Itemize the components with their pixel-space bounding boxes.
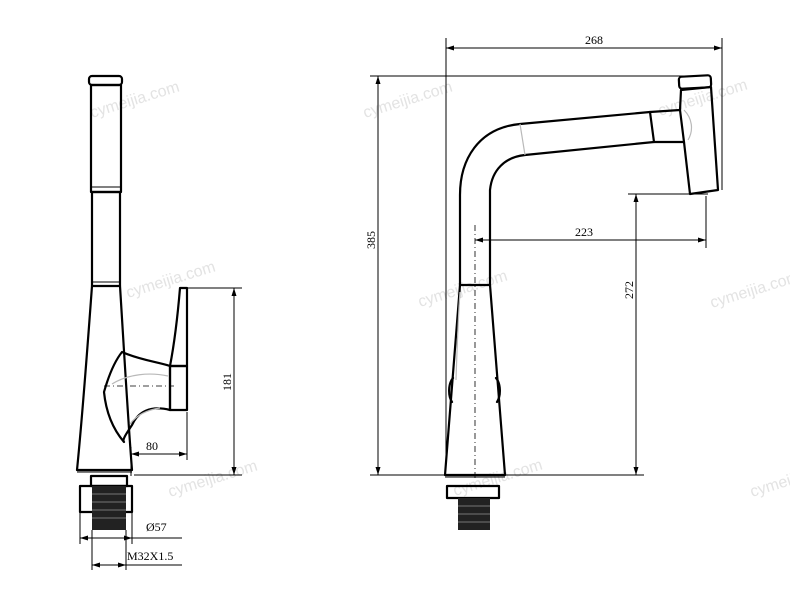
front-handle-right — [494, 376, 501, 404]
side-top-cap — [87, 74, 124, 87]
watermark-3: cymeijia.com — [166, 458, 259, 501]
side-lever-hub — [168, 364, 189, 412]
side-body — [75, 284, 134, 472]
dim-m32-label: M32X1.5 — [127, 549, 173, 563]
watermark-5: cymeijia.com — [416, 268, 509, 311]
dim-223-label: 223 — [575, 225, 593, 239]
front-spout — [458, 108, 686, 287]
side-view: 181 80 Ø57 M32X1.5 — [75, 74, 242, 570]
dim-57-label: Ø57 — [146, 520, 167, 534]
side-cartridge-shade — [111, 373, 169, 385]
dim-385-label: 385 — [364, 231, 378, 249]
watermark-9: cymeijia.com — [748, 458, 790, 501]
front-body-shade — [455, 291, 461, 381]
front-spray-head — [678, 85, 720, 196]
front-spout-end — [648, 110, 656, 144]
side-lever — [168, 286, 189, 368]
side-cartridge-shade-2 — [129, 407, 161, 425]
front-view: 268 385 223 272 — [364, 33, 723, 530]
watermark-4: cymeijia.com — [361, 79, 454, 122]
front-spout-joint — [519, 123, 526, 156]
watermark-7: cymeijia.com — [656, 77, 749, 120]
dim-80-label: 80 — [146, 439, 158, 453]
front-head-shade — [683, 109, 693, 141]
dim-181-label: 181 — [220, 373, 234, 391]
watermark-6: cymeijia.com — [451, 457, 544, 500]
side-cartridge — [102, 350, 172, 444]
watermark-2: cymeijia.com — [124, 259, 217, 302]
front-handle-left — [448, 376, 455, 404]
side-thread — [92, 486, 126, 530]
dim-272-label: 272 — [622, 281, 636, 299]
watermark-8: cymeijia.com — [708, 269, 790, 312]
dim-268-label: 268 — [585, 33, 603, 47]
side-neck — [90, 190, 122, 288]
side-nut — [89, 474, 129, 488]
front-top-cap — [677, 74, 713, 90]
